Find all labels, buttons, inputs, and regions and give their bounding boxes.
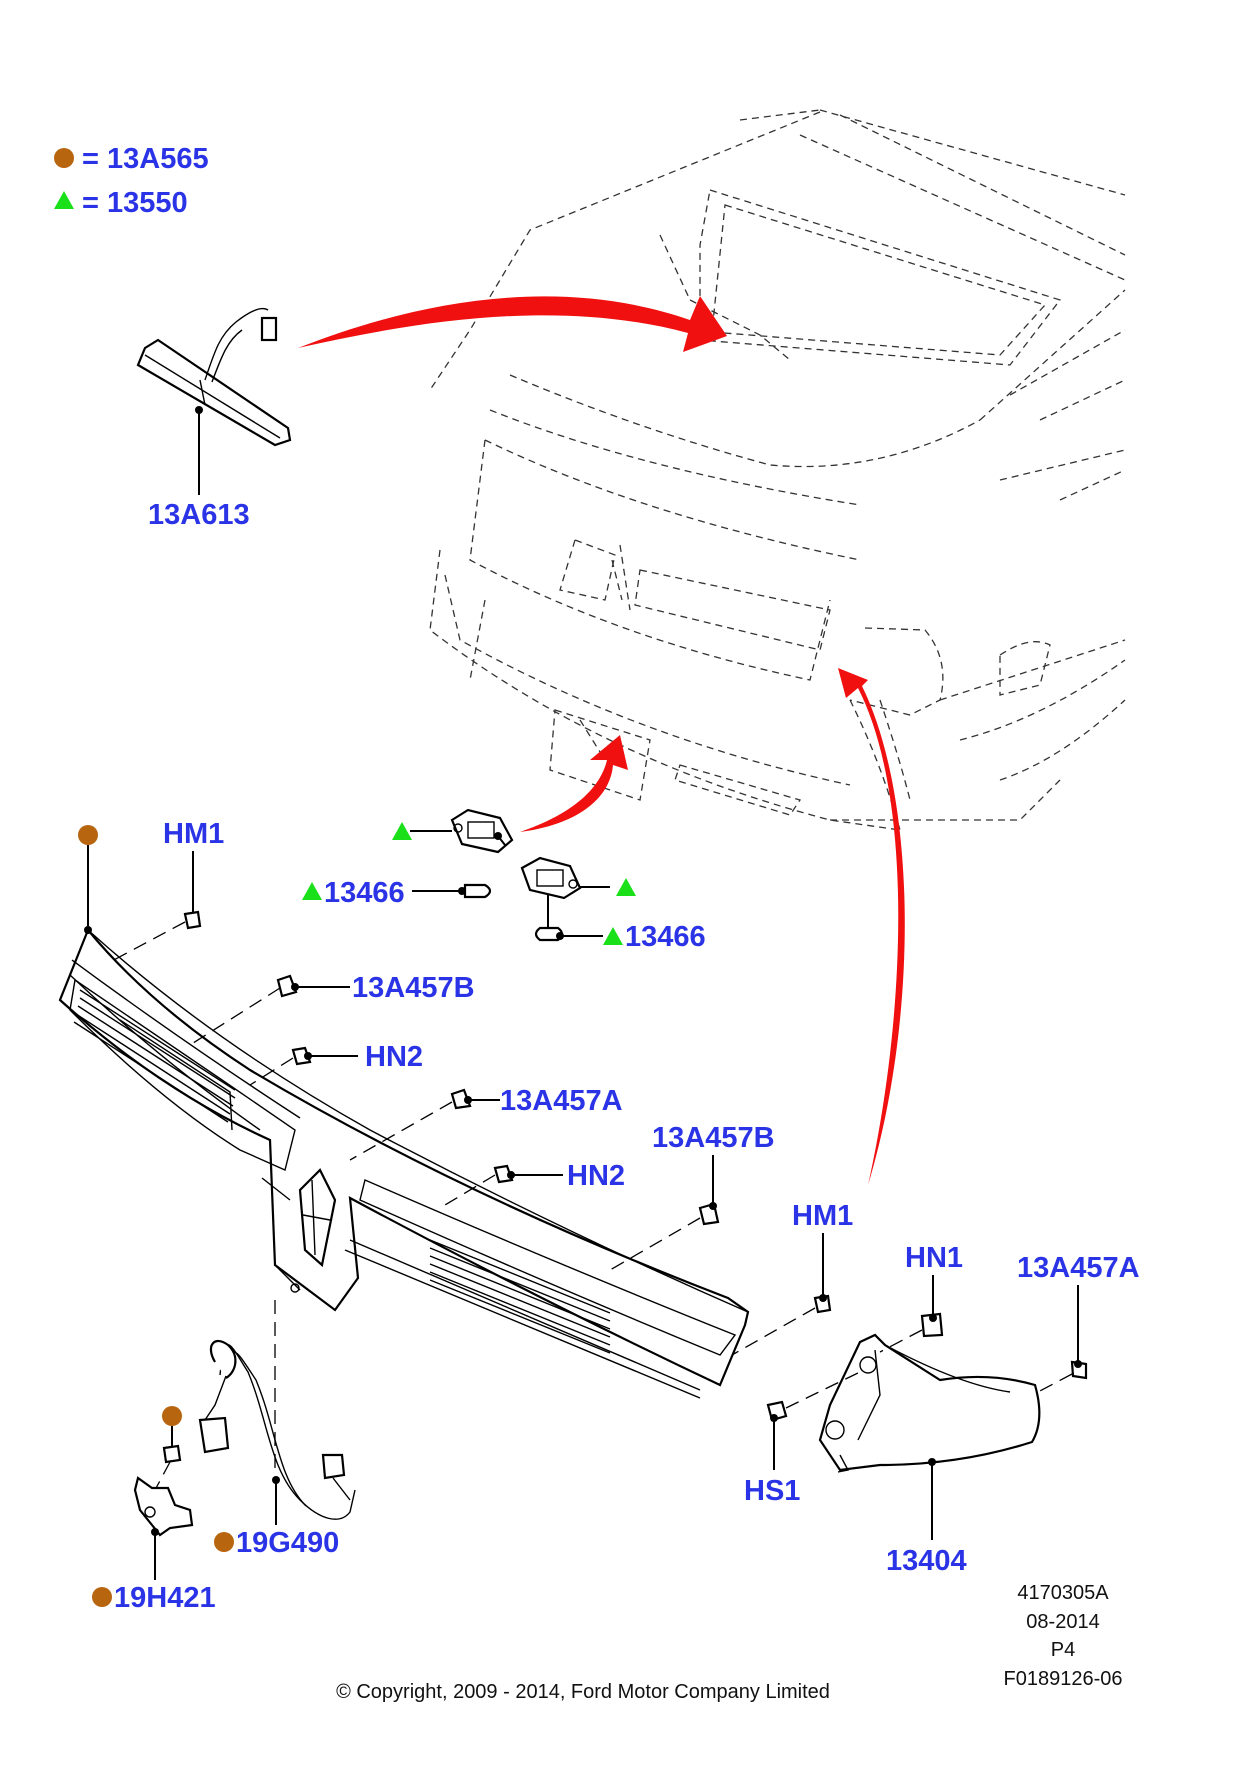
marker-circle-camera-screw [162,1406,182,1426]
arrow-to-licence-lamp [520,735,628,832]
label-HN2-top: HN2 [365,1041,423,1073]
arrow-to-high-mount-lamp [298,296,727,352]
legend-circle-marker [54,148,74,168]
page-number: P4 [1051,1639,1075,1661]
label-13466-left: 13466 [324,877,405,909]
label-13A457A-mid: 13A457A [500,1085,623,1117]
marker-circle-panel [78,825,98,845]
label-19G490: 19G490 [236,1527,339,1559]
legend-triangle-marker [54,191,74,209]
label-HM1-left: HM1 [163,818,224,850]
label-13A457B-top: 13A457B [352,972,475,1004]
marker-triangle-lamp-right [616,878,636,896]
legend: = 13A565 = 13550 [54,143,209,219]
camera-and-harness: 19G490 19H421 [92,1300,356,1614]
label-HN2-mid: HN2 [567,1160,625,1192]
red-arrows [298,296,905,1185]
legend-triangle-text: = 13550 [82,187,188,219]
marker-triangle-13466-left [302,882,322,900]
marker-circle-19G490 [214,1532,234,1552]
label-13466-right: 13466 [625,921,706,953]
legend-circle-text: = 13A565 [82,143,209,175]
drawing-date: 08-2014 [1026,1611,1099,1633]
label-13A613: 13A613 [148,499,250,531]
vehicle-rear-outline [429,109,1126,831]
licence-lamp-assembly: 13466 13466 [302,808,706,953]
high-mount-stop-lamp-13A613: 13A613 [136,308,292,531]
label-HM1-right: HM1 [792,1200,853,1232]
marker-triangle-13466-right [603,927,623,945]
part-code: 4170305A [1017,1582,1109,1604]
drawing-metadata: 4170305A 08-2014 P4 F0189126-06 © Copyri… [336,1582,1122,1703]
marker-circle-19H421 [92,1587,112,1607]
label-13A457B-right: 13A457B [652,1122,775,1154]
fastener-callouts: HM1 13A457B HN2 13A457A HN2 13A457B [78,818,853,1356]
label-13404: 13404 [886,1545,967,1577]
label-HN1: HN1 [905,1242,963,1274]
label-13A457A-right: 13A457A [1017,1252,1140,1284]
marker-triangle-lamp-left [392,822,412,840]
rear-lamp-13404: 13404 HN1 13A457A HS1 [744,1242,1140,1577]
liftgate-applique-panel [58,927,750,1399]
label-HS1: HS1 [744,1475,800,1507]
figure-id: F0189126-06 [1004,1668,1123,1690]
label-19H421: 19H421 [114,1582,216,1614]
copyright: © Copyright, 2009 - 2014, Ford Motor Com… [336,1681,830,1703]
